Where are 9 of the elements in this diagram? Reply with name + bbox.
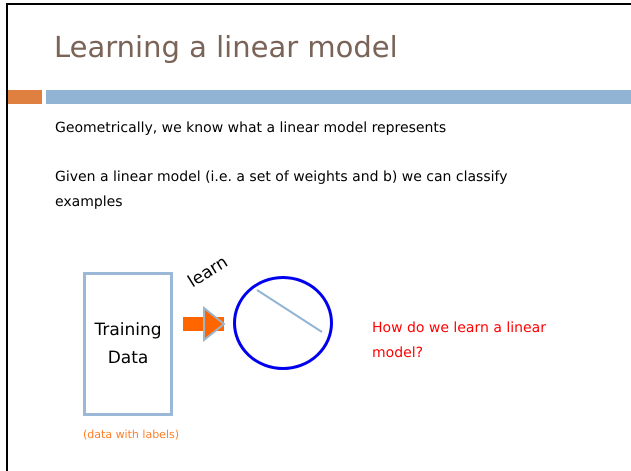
text-line: Geometrically, we know what a linear model represents	[55, 119, 448, 138]
box-label: Training Data	[93, 319, 163, 370]
text-line: Given a linear model (i.e. a set of weights and b) we can classify examples	[55, 168, 508, 212]
ellipse-drawing	[233, 276, 333, 370]
text-line: How do we learn a linear model?	[372, 319, 547, 363]
slide-title: Learning a linear model	[54, 30, 398, 64]
node-label: (data with labels)	[83, 428, 180, 441]
data-box	[83, 272, 173, 416]
edge-label: learn	[184, 252, 232, 292]
